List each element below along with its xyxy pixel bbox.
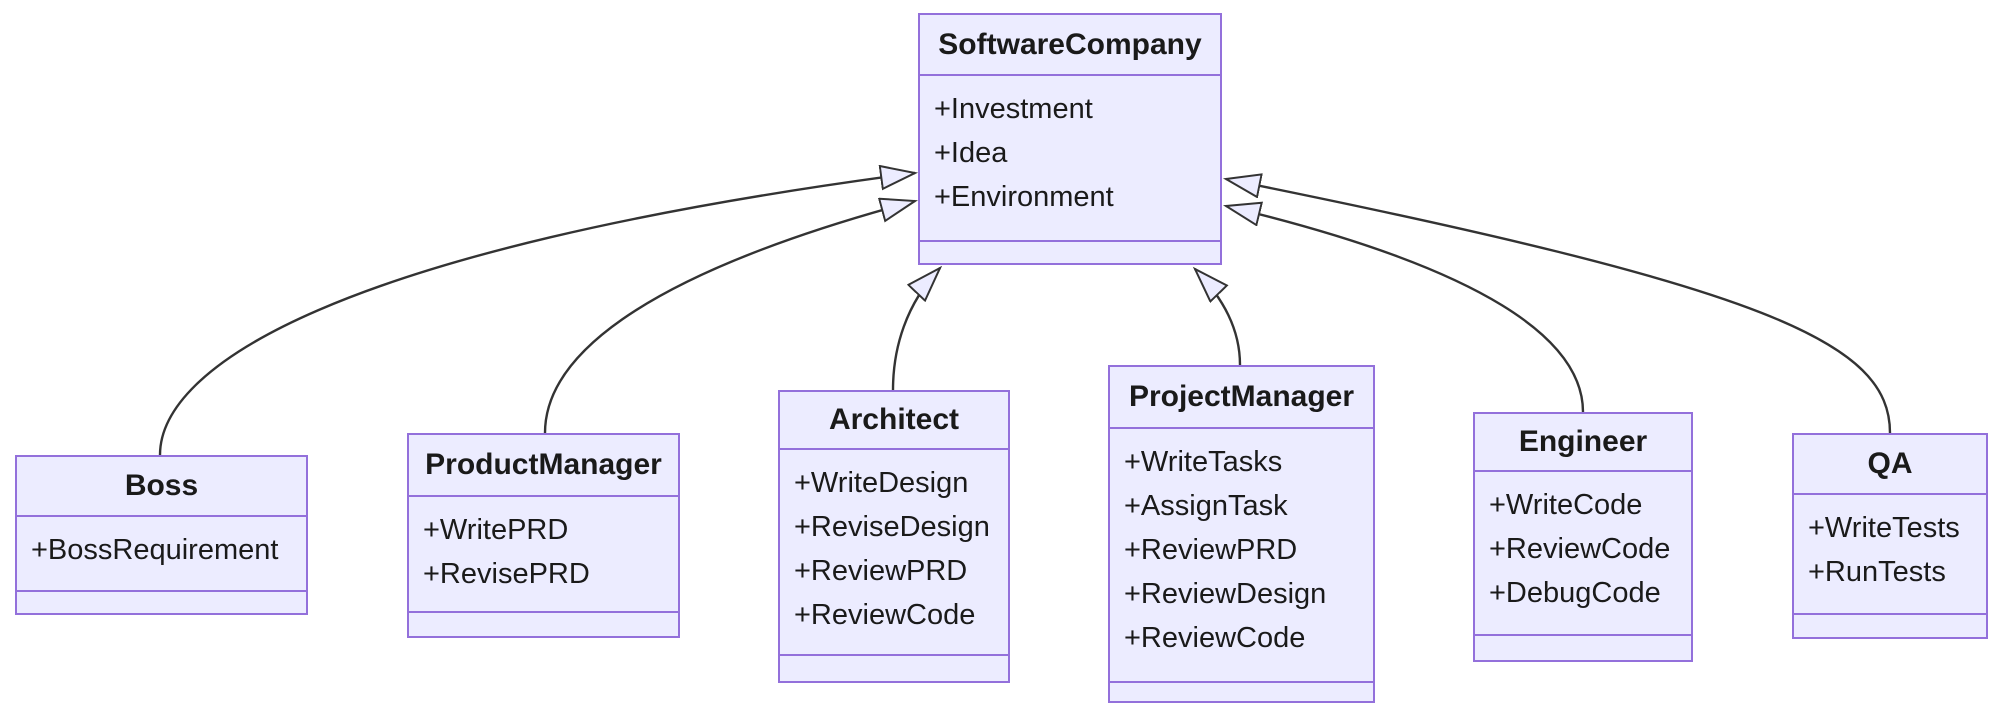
edge-boss-inherits-softwarecompany bbox=[158, 173, 915, 456]
class-members: +WritePRD +RevisePRD bbox=[409, 497, 678, 611]
class-title: Boss bbox=[17, 457, 306, 517]
class-member: +Environment bbox=[934, 181, 1114, 213]
class-member: +WritePRD bbox=[423, 514, 569, 546]
class-title: Engineer bbox=[1475, 414, 1691, 472]
class-methods-empty bbox=[17, 590, 306, 613]
class-methods-empty bbox=[1110, 681, 1373, 701]
class-member: +AssignTask bbox=[1124, 490, 1288, 522]
class-members: +WriteCode +ReviewCode +DebugCode bbox=[1475, 472, 1691, 634]
class-members: +BossRequirement bbox=[17, 517, 306, 590]
class-member: +ReviewCode bbox=[1124, 622, 1306, 654]
edge-qa-inherits-softwarecompany bbox=[1226, 179, 1892, 434]
class-methods-empty bbox=[1475, 634, 1691, 660]
class-member: +DebugCode bbox=[1489, 577, 1661, 609]
class-box-softwarecompany: SoftwareCompany +Investment +Idea +Envir… bbox=[918, 13, 1222, 265]
class-member: +WriteDesign bbox=[794, 467, 969, 499]
class-members: +WriteTests +RunTests bbox=[1794, 495, 1986, 613]
class-methods-empty bbox=[1794, 613, 1986, 637]
edge-productmanager-inherits-softwarecompany bbox=[543, 201, 915, 434]
class-methods-empty bbox=[780, 654, 1008, 681]
class-box-architect: Architect +WriteDesign +ReviseDesign +Re… bbox=[778, 390, 1010, 683]
class-member: +ReviewCode bbox=[794, 599, 976, 631]
class-methods-empty bbox=[409, 611, 678, 636]
class-title: ProductManager bbox=[409, 435, 678, 497]
class-box-engineer: Engineer +WriteCode +ReviewCode +DebugCo… bbox=[1473, 412, 1693, 662]
class-title: ProjectManager bbox=[1110, 367, 1373, 429]
class-member: +ReviewPRD bbox=[794, 555, 968, 587]
class-title: QA bbox=[1794, 435, 1986, 495]
class-member: +WriteTests bbox=[1808, 512, 1960, 544]
class-members: +WriteTasks +AssignTask +ReviewPRD +Revi… bbox=[1110, 429, 1373, 681]
class-title: Architect bbox=[780, 392, 1008, 450]
class-box-productmanager: ProductManager +WritePRD +RevisePRD bbox=[407, 433, 680, 638]
class-box-qa: QA +WriteTests +RunTests bbox=[1792, 433, 1988, 639]
class-member: +ReviewCode bbox=[1489, 533, 1671, 565]
class-members: +WriteDesign +ReviseDesign +ReviewPRD +R… bbox=[780, 450, 1008, 654]
class-member: +Investment bbox=[934, 93, 1093, 125]
class-member: +RunTests bbox=[1808, 556, 1946, 588]
class-member: +ReviewDesign bbox=[1124, 578, 1327, 610]
class-member: +BossRequirement bbox=[31, 534, 279, 566]
class-member: +ReviseDesign bbox=[794, 511, 990, 543]
class-member: +ReviewPRD bbox=[1124, 534, 1298, 566]
class-member: +Idea bbox=[934, 137, 1008, 169]
class-title: SoftwareCompany bbox=[920, 15, 1220, 76]
edge-engineer-inherits-softwarecompany bbox=[1226, 206, 1585, 413]
class-member: +WriteCode bbox=[1489, 489, 1643, 521]
class-members: +Investment +Idea +Environment bbox=[920, 76, 1220, 240]
class-member: +WriteTasks bbox=[1124, 446, 1283, 478]
class-methods-empty bbox=[920, 240, 1220, 263]
edge-architect-inherits-softwarecompany bbox=[891, 268, 940, 391]
edge-projectmanager-inherits-softwarecompany bbox=[1195, 269, 1242, 366]
class-box-boss: Boss +BossRequirement bbox=[15, 455, 308, 615]
class-box-projectmanager: ProjectManager +WriteTasks +AssignTask +… bbox=[1108, 365, 1375, 703]
class-member: +RevisePRD bbox=[423, 558, 590, 590]
